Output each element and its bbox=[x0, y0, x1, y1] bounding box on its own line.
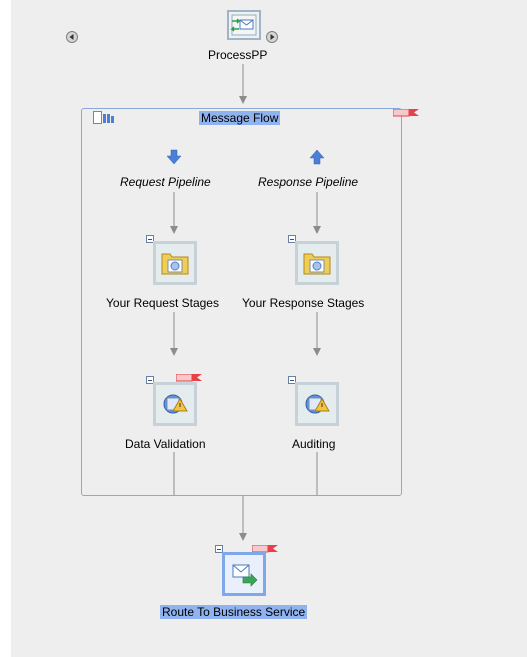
proxy-service-icon[interactable] bbox=[227, 10, 261, 40]
collapse-toggle[interactable] bbox=[288, 235, 296, 243]
collapse-toggle[interactable] bbox=[146, 235, 154, 243]
collapse-toggle[interactable] bbox=[288, 376, 296, 384]
response-pipeline-label[interactable]: Response Pipeline bbox=[258, 175, 359, 189]
back-nav-icon[interactable] bbox=[66, 31, 78, 43]
forward-nav-icon[interactable] bbox=[266, 31, 278, 43]
auditing-label: Auditing bbox=[292, 437, 336, 451]
collapse-toggle[interactable] bbox=[146, 376, 154, 384]
canvas-left-margin bbox=[0, 0, 11, 657]
error-flag-icon bbox=[176, 374, 202, 382]
collapse-toggle[interactable] bbox=[215, 545, 223, 553]
down-arrow-icon bbox=[166, 149, 182, 165]
error-flag-icon bbox=[393, 109, 419, 117]
validate-action-icon[interactable] bbox=[153, 382, 197, 426]
response-stages-label: Your Response Stages bbox=[242, 296, 365, 310]
message-flow-frame[interactable] bbox=[81, 108, 402, 496]
message-flow-label: Message Flow bbox=[199, 111, 281, 125]
route-node-icon[interactable] bbox=[222, 552, 266, 596]
stage-folder-icon[interactable] bbox=[153, 241, 197, 285]
up-arrow-icon bbox=[309, 149, 325, 165]
proxy-label: ProcessPP bbox=[208, 48, 268, 62]
pipeline-pair-icon[interactable] bbox=[93, 111, 115, 125]
stage-folder-icon[interactable] bbox=[295, 241, 339, 285]
data-validation-label: Data Validation bbox=[125, 437, 206, 451]
request-pipeline-label[interactable]: Request Pipeline bbox=[120, 175, 211, 189]
validate-action-icon[interactable] bbox=[295, 382, 339, 426]
request-stages-label: Your Request Stages bbox=[106, 296, 219, 310]
route-label: Route To Business Service bbox=[160, 605, 308, 619]
